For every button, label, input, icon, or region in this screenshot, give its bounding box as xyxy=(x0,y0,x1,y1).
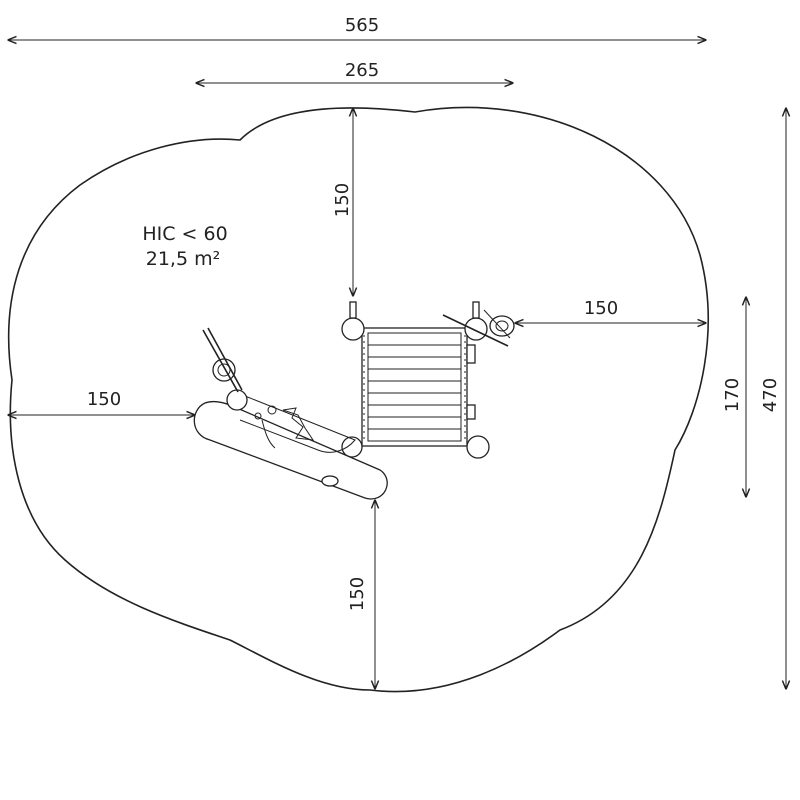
tunnel-posts xyxy=(202,327,248,411)
surface-hic-label: HIC < 60 xyxy=(142,223,227,245)
dim-label-total-height: 470 xyxy=(760,378,781,412)
dim-label-platform-width: 265 xyxy=(345,60,379,81)
platform-posts xyxy=(341,301,490,459)
safety-zone-outline xyxy=(7,106,709,693)
platform-equipment xyxy=(361,327,476,447)
dim-label-total-width: 565 xyxy=(345,15,379,36)
surface-area-label: 21,5 m² xyxy=(146,248,220,270)
dim-label-top-clearance: 150 xyxy=(332,183,353,217)
dim-label-bottom-clearance: 150 xyxy=(347,577,368,611)
dim-label-inner-height: 170 xyxy=(722,378,743,412)
wheel-accessory xyxy=(442,309,515,347)
dim-label-right-clearance: 150 xyxy=(584,298,618,319)
tunnel-equipment xyxy=(193,395,388,500)
dim-label-left-clearance: 150 xyxy=(87,389,121,410)
